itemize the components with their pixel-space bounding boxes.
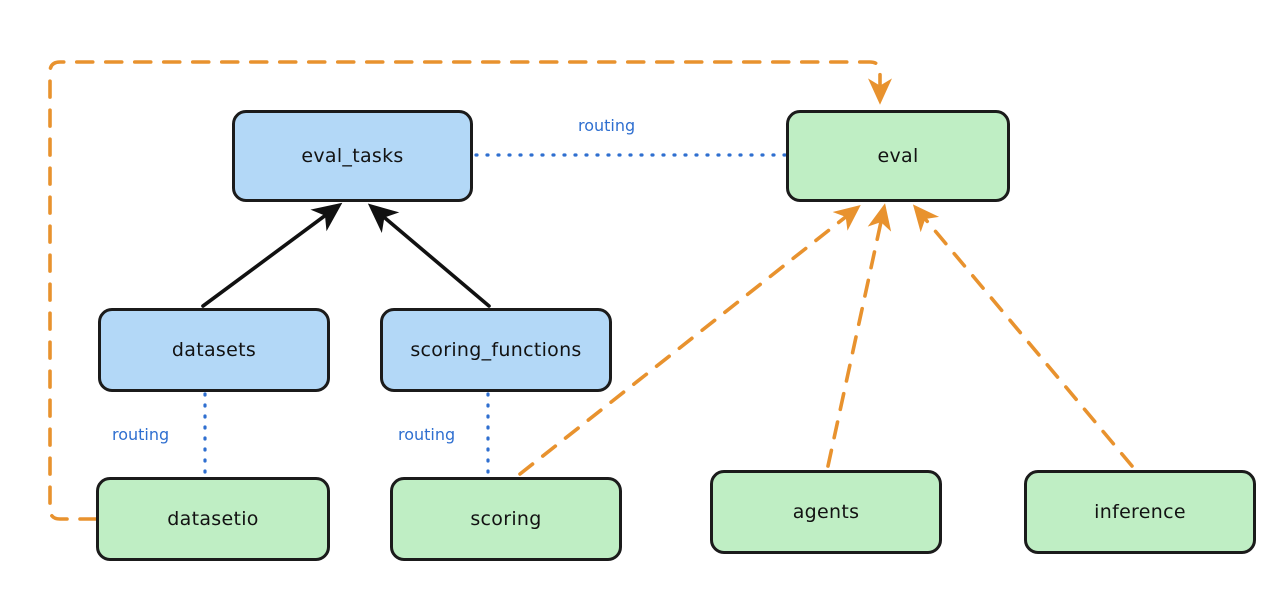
edge-label-routing-scoring: routing xyxy=(398,425,456,444)
edge-inference-to-eval xyxy=(912,204,1134,468)
node-label-eval-tasks: eval_tasks xyxy=(301,145,404,167)
node-eval[interactable]: eval xyxy=(786,110,1010,202)
node-label-inference: inference xyxy=(1094,501,1186,523)
node-inference[interactable]: inference xyxy=(1024,470,1256,554)
node-eval-tasks[interactable]: eval_tasks xyxy=(232,110,473,202)
edge-scoring-functions-to-eval-tasks xyxy=(367,203,491,308)
node-label-datasetio: datasetio xyxy=(167,508,259,530)
edge-agents-to-eval xyxy=(826,203,892,468)
edge-label-routing-eval: routing xyxy=(578,116,636,135)
edge-scoring-to-eval xyxy=(518,205,861,476)
node-scoring-functions[interactable]: scoring_functions xyxy=(380,308,612,392)
node-datasets[interactable]: datasets xyxy=(98,308,330,392)
node-agents[interactable]: agents xyxy=(710,470,942,554)
edge-datasets-to-eval-tasks xyxy=(201,202,343,308)
edge-label-routing-datasets: routing xyxy=(112,425,170,444)
node-scoring[interactable]: scoring xyxy=(390,477,622,561)
node-label-scoring-functions: scoring_functions xyxy=(410,339,582,361)
node-label-scoring: scoring xyxy=(470,508,542,530)
node-label-datasets: datasets xyxy=(171,339,257,361)
node-datasetio[interactable]: datasetio xyxy=(96,477,330,561)
node-label-agents: agents xyxy=(792,501,860,523)
node-label-eval: eval xyxy=(877,145,919,167)
edge-datasetio-to-eval xyxy=(48,60,892,521)
